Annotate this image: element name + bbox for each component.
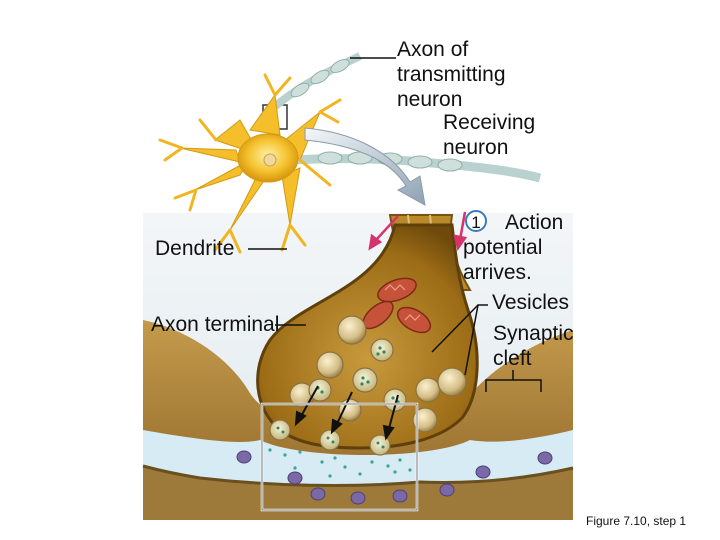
label-dendrite: Dendrite — [155, 237, 235, 260]
label-receiving-neuron: Receiving neuron — [443, 111, 536, 159]
cleft-fluid — [143, 430, 573, 486]
exocytosis-arrows — [294, 385, 399, 441]
leader-lines — [248, 57, 542, 392]
label-synaptic-cleft: Synaptic cleft — [493, 322, 574, 370]
dendrites — [158, 73, 342, 254]
released-neurotransmitter — [268, 448, 412, 478]
label-axon-terminal: Axon terminal — [151, 313, 280, 336]
step-number: 1 — [471, 213, 480, 232]
figure-caption: Figure 7.10, step 1 — [586, 514, 687, 528]
vesicles — [269, 315, 467, 456]
label-action-potential: Action potential arrives. — [463, 211, 564, 284]
zoom-arrow — [304, 127, 426, 206]
action-potential-arrows — [368, 211, 468, 251]
receptors — [236, 450, 553, 505]
transmitting-axon — [259, 52, 362, 121]
step-number-badge — [465, 210, 487, 232]
receiving-neuron-cell-body — [179, 93, 321, 231]
mitochondria — [362, 277, 432, 334]
label-axon-transmitting: Axon of transmitting neuron — [397, 38, 506, 111]
label-vesicles: Vesicles — [492, 291, 570, 314]
